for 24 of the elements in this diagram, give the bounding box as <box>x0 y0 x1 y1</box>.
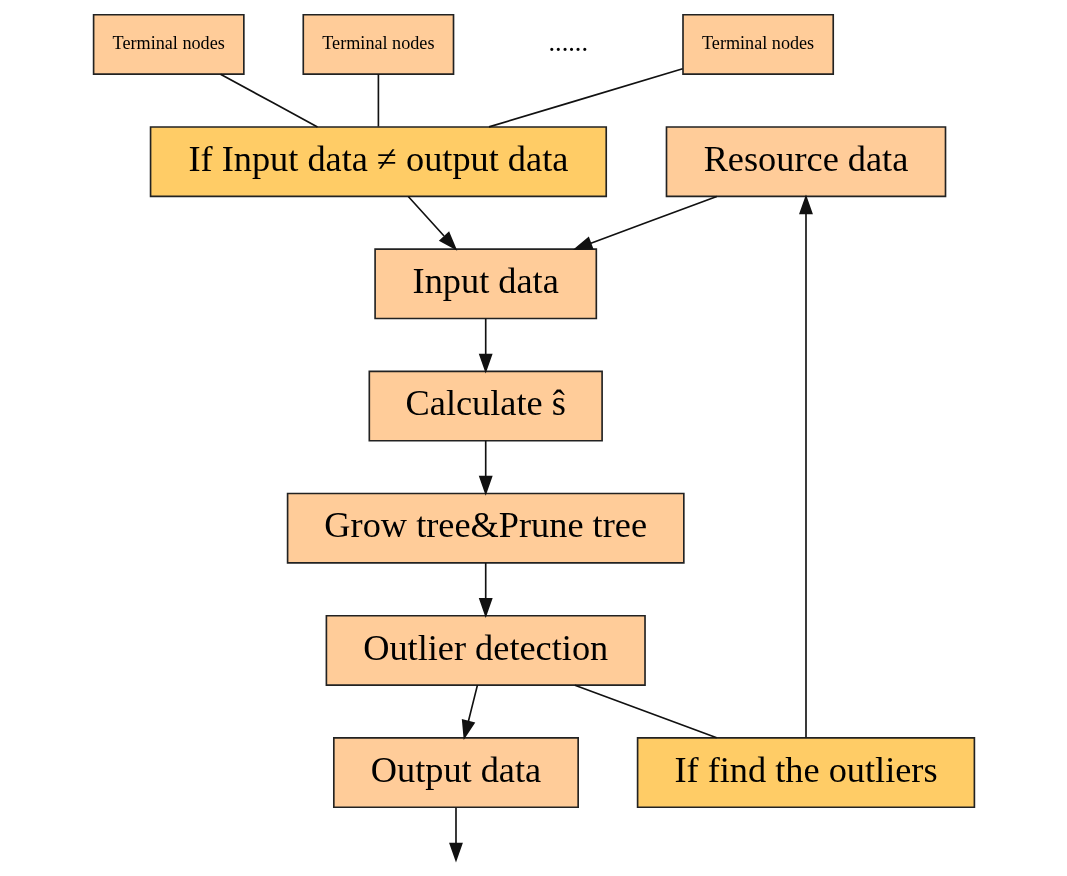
arrow <box>448 806 463 863</box>
connector <box>219 73 318 128</box>
node-box: Resource data <box>665 126 946 198</box>
node-box: Terminal nodes <box>301 13 454 75</box>
node-box: Output data <box>332 737 579 809</box>
arrow <box>478 317 493 374</box>
connector <box>487 67 683 128</box>
arrow <box>406 195 457 251</box>
node-box: If Input data ≠ output data <box>149 126 607 198</box>
node-box: If find the outliers <box>636 737 975 809</box>
node-box: Terminal nodes <box>92 13 245 75</box>
arrow <box>461 684 478 740</box>
node-box: Grow tree&Prune tree <box>286 492 685 564</box>
connector <box>573 684 718 739</box>
node-box: Outlier detection <box>325 614 646 686</box>
arrow <box>798 194 813 739</box>
arrow <box>478 440 493 496</box>
node-box: Terminal nodes <box>681 13 834 75</box>
arrow <box>478 562 493 618</box>
label: ...... <box>547 26 588 57</box>
node-box: Calculate ŝ <box>368 370 603 442</box>
connector <box>377 73 379 128</box>
node-box: Input data <box>373 248 597 320</box>
arrow <box>572 195 718 250</box>
